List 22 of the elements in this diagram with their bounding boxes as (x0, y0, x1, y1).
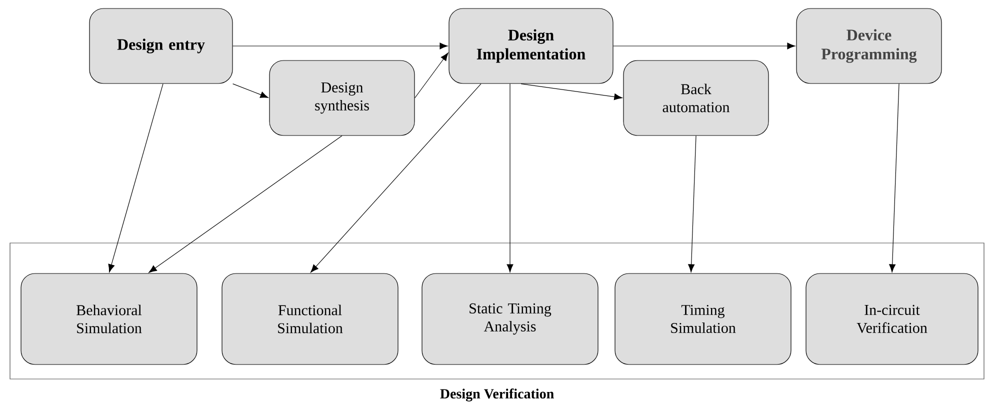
arrow (232, 42, 448, 50)
arrow (414, 52, 448, 98)
process-box: Design synthesis (269, 60, 415, 136)
process-box: Device Programming (796, 8, 942, 84)
arrow (613, 42, 796, 50)
process-box: Static Timing Analysis (422, 273, 598, 365)
arrow (108, 84, 164, 272)
process-box: Behavioral Simulation (20, 273, 198, 365)
arrow (520, 84, 622, 100)
arrow (148, 136, 342, 273)
node-label: Design Verification (440, 388, 554, 402)
process-box: Timing Simulation (614, 273, 792, 365)
arrow (310, 84, 482, 273)
process-box: Functional Simulation (222, 273, 398, 365)
arrow (688, 136, 696, 272)
arrow (506, 84, 514, 272)
arrow (889, 84, 900, 272)
process-box: Design entry (89, 8, 233, 84)
process-box: Back automation (623, 60, 769, 136)
process-box: In-circuit Verification (806, 273, 978, 365)
process-box: Design Implementation (448, 8, 614, 84)
arrow (232, 84, 268, 98)
